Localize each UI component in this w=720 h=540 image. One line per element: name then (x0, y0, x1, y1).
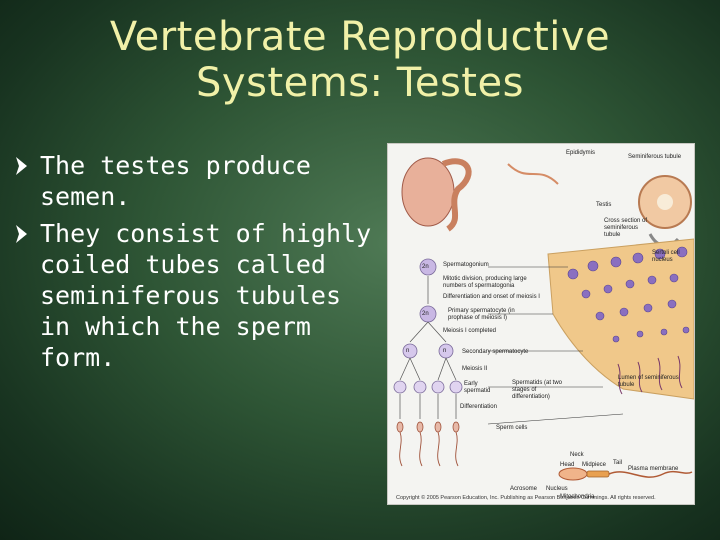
cell-lineage-drawing (393, 258, 463, 394)
arrow-bullet-icon (16, 157, 27, 175)
label-nucleus: Nucleus (546, 486, 568, 492)
label-differentiation: Differentiation (460, 404, 497, 410)
bullet-list: The testes produce semen. They consist o… (6, 150, 376, 379)
label-early-spermatid: Early spermatid (464, 381, 491, 394)
slide-title: Vertebrate Reproductive Systems: Testes (0, 14, 720, 106)
label-differentiation-meiosis: Differentiation and onset of meiosis I (443, 294, 540, 300)
bullet-text: The testes produce semen. (40, 151, 311, 211)
arrow-bullet-icon (16, 225, 27, 243)
testis-drawing (401, 157, 455, 227)
label-tail: Tail (613, 460, 623, 466)
sperm-cells-drawing (396, 421, 460, 433)
label-head: Head (560, 462, 575, 468)
cell-nuclei (567, 246, 690, 343)
label-seminiferous-tubule: Seminiferous tubule (628, 154, 682, 160)
label-cross-section: Cross section of seminiferous tubule (604, 218, 648, 238)
label-n-left: n (406, 348, 410, 354)
epididymis-drawing (441, 158, 472, 232)
label-sperm-cells: Sperm cells (496, 425, 528, 431)
label-2n-primary: 2n (422, 311, 429, 317)
label-primary-spermatocyte: Primary spermatocyte (in prophase of mei… (448, 308, 515, 321)
label-neck: Neck (570, 452, 584, 458)
slide-title-line1: Vertebrate Reproductive (109, 14, 611, 60)
figure-illustration (393, 157, 694, 481)
label-mitochondria: Mitochondria (560, 494, 595, 500)
bullet-item: The testes produce semen. (6, 150, 376, 212)
label-meiosis-i: Meiosis I completed (443, 328, 497, 334)
label-secondary-spermatocyte: Secondary spermatocyte (462, 349, 529, 355)
slide-title-line2: Systems: Testes (196, 60, 524, 106)
label-meiosis-ii: Meiosis II (462, 366, 488, 372)
spermatogenesis-figure: Epididymis Seminiferous tubule Testis Cr… (387, 143, 695, 505)
label-plasma-membrane: Plasma membrane (628, 466, 679, 472)
label-leader-lines (487, 266, 624, 425)
label-spermatids: Spermatids (at two stages of differentia… (512, 380, 563, 400)
label-midpiece: Midpiece (582, 462, 607, 468)
label-spermatogonium: Spermatogonium (443, 262, 489, 268)
sperm-anatomy-drawing (558, 467, 693, 481)
label-testis: Testis (596, 202, 612, 208)
lineage-arrows (399, 276, 457, 419)
bullet-item: They consist of highly coiled tubes call… (6, 218, 376, 373)
figure-copyright: Copyright © 2005 Pearson Education, Inc.… (396, 495, 656, 501)
label-mitotic: Mitotic division, producing large number… (443, 276, 527, 289)
sperm-tails-in-lumen (617, 355, 683, 395)
bullet-text: They consist of highly coiled tubes call… (40, 219, 372, 372)
label-lumen: Lumen of seminiferous tubule (618, 375, 679, 388)
label-epididymis: Epididymis (566, 150, 596, 156)
label-sertoli: Sertoli cell nucleus (652, 250, 680, 263)
label-2n: 2n (422, 264, 429, 270)
label-acrosome: Acrosome (510, 486, 538, 492)
tubule-section-drawing (547, 238, 694, 400)
label-n-right: n (443, 348, 447, 354)
